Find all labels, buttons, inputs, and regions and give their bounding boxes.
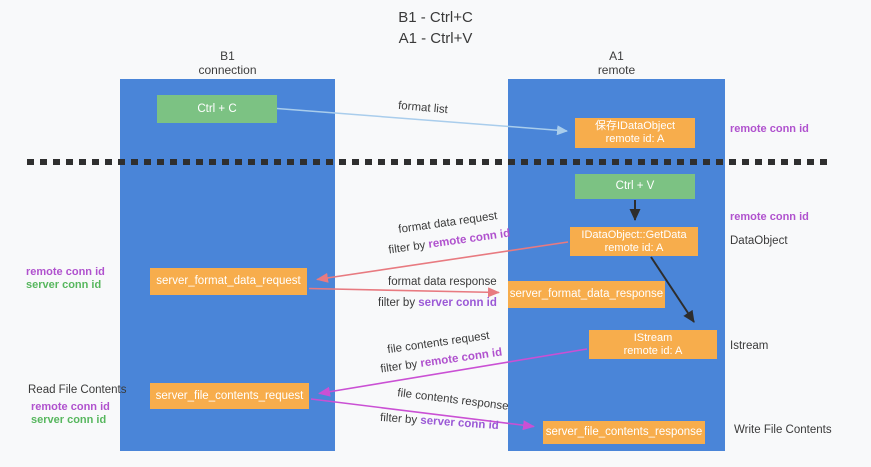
remote-conn-id-text: remote conn id [427, 227, 511, 251]
node-ctrl-v-label: Ctrl + V [615, 180, 655, 192]
node-saved-dataobject-line2: remote id: A [605, 133, 665, 145]
node-server-file-contents-request-label: server_file_contents_request [155, 389, 304, 402]
right-lifeline-role: remote [597, 63, 636, 77]
node-server-file-contents-response: server_file_contents_response [543, 421, 705, 444]
right-lifeline-name: A1 [609, 49, 624, 63]
title-line-1: B1 - Ctrl+C [398, 9, 473, 26]
phase-separator-line [27, 159, 830, 165]
title-line-2: A1 - Ctrl+V [398, 30, 473, 47]
remote-conn-id-text: remote conn id [419, 346, 503, 370]
annotation-left-remote-conn-id: remote conn id [26, 266, 105, 278]
node-server-format-data-request-label: server_format_data_request [156, 275, 301, 287]
left-lifeline-role: connection [198, 63, 257, 77]
node-idataobject-getdata: IDataObject::GetData remote id: A [570, 227, 698, 256]
annotation-left-server-conn-id: server conn id [26, 279, 102, 291]
server-conn-id-text: server conn id [419, 414, 500, 433]
filter-by-text: filter by [379, 411, 418, 427]
edge-label-file-contents-response: file contents response [396, 387, 510, 413]
annotation-remote-conn-id-mid: remote conn id [730, 211, 809, 223]
filter-by-text: filter by [379, 358, 419, 376]
node-getdata-line2: remote id: A [604, 241, 664, 254]
right-lifeline-header: A1 remote [508, 49, 725, 77]
annotation-left-remote-conn-id-2: remote conn id [31, 401, 110, 413]
annotation-dataobject: DataObject [730, 235, 788, 247]
node-istream-line2: remote id: A [623, 344, 683, 357]
node-server-format-data-response: server_format_data_response [508, 281, 665, 308]
filter-by-text: filter by [387, 239, 427, 257]
annotation-read-file-contents: Read File Contents [28, 384, 127, 396]
node-istream: IStream remote id: A [589, 330, 717, 359]
edge-label-format-data-response: format data response [388, 276, 497, 288]
filter-by-text: filter by [378, 297, 416, 309]
annotation-istream: Istream [730, 340, 769, 352]
node-server-format-data-request: server_format_data_request [150, 268, 307, 295]
node-server-file-contents-response-label: server_file_contents_response [545, 426, 703, 438]
diagram-title: B1 - Ctrl+C A1 - Ctrl+V [0, 7, 871, 49]
node-saved-dataobject: 保存IDataObject remote id: A [575, 118, 695, 148]
annotation-write-file-contents: Write File Contents [734, 424, 832, 436]
node-saved-dataobject-line1: 保存IDataObject [594, 120, 676, 132]
edge-label-filter-server-1: filter by server conn id [378, 297, 497, 309]
left-lifeline-header: B1 connection [120, 49, 335, 77]
node-istream-line1: IStream [633, 331, 673, 344]
node-server-file-contents-request: server_file_contents_request [150, 383, 309, 409]
annotation-left-server-conn-id-2: server conn id [31, 414, 107, 426]
server-conn-id-text: server conn id [418, 297, 497, 309]
edge-label-format-list: format list [397, 99, 449, 117]
node-getdata-line1: IDataObject::GetData [581, 228, 687, 241]
node-ctrl-v: Ctrl + V [575, 174, 695, 199]
node-ctrl-c: Ctrl + C [157, 95, 277, 123]
annotation-remote-conn-id-top: remote conn id [730, 123, 809, 135]
left-lifeline-name: B1 [220, 49, 235, 63]
node-ctrl-c-label: Ctrl + C [197, 102, 237, 115]
arrow-format-data-response [308, 287, 500, 298]
edge-label-filter-server-2: filter by server conn id [380, 412, 499, 432]
node-server-format-data-response-label: server_format_data_response [509, 288, 664, 300]
